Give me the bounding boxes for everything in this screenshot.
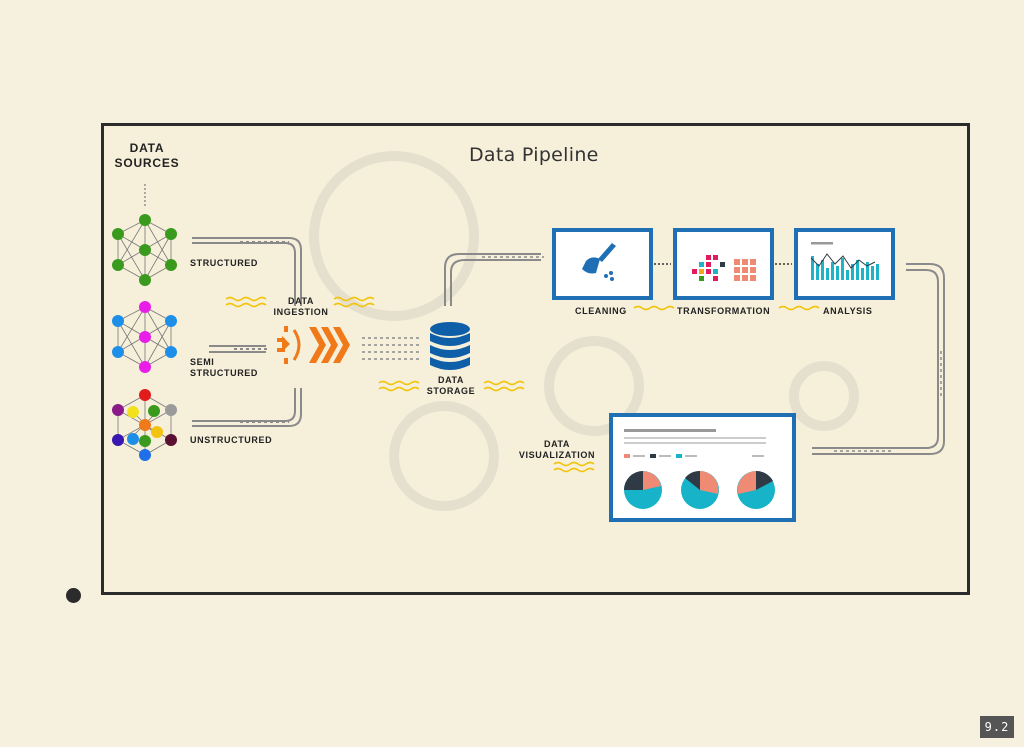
structured-label: STRUCTURED <box>190 258 258 268</box>
bullet-dot <box>66 588 81 603</box>
source-connectors <box>192 237 302 427</box>
data-ingestion-label: DATA INGESTION <box>273 296 329 317</box>
slide-frame: Data Pipeline DATA SOURCES STRUCTURED SE… <box>101 123 970 595</box>
analysis-label: ANALYSIS <box>823 306 873 316</box>
ingestion-arrows-icon <box>277 326 350 364</box>
wave-decoration <box>225 296 820 473</box>
heatmap-icon <box>692 255 756 281</box>
data-sources-label: DATA SOURCES <box>114 141 180 170</box>
cleaning-label: CLEANING <box>575 306 627 316</box>
data-storage-label: DATA STORAGE <box>426 375 476 396</box>
semi-structured-network-icon <box>112 301 177 373</box>
broom-icon <box>582 243 616 281</box>
slide-number[interactable]: 9.2 <box>980 716 1014 738</box>
unstructured-network-icon <box>112 389 177 461</box>
pie-chart-icon <box>681 470 719 509</box>
pipeline-diagram <box>112 151 945 522</box>
diagram-title: Data Pipeline <box>469 144 599 166</box>
pie-chart-icon <box>624 471 662 509</box>
database-icon <box>430 322 470 370</box>
analysis-panel <box>794 228 895 300</box>
structured-network-icon <box>112 214 177 286</box>
data-visualization-label: DATA VISUALIZATION <box>518 439 596 460</box>
pie-chart-icon <box>737 470 775 509</box>
transformation-panel <box>673 228 774 300</box>
semi-structured-label: SEMI STRUCTURED <box>190 357 258 378</box>
visualization-panel <box>609 413 796 522</box>
cleaning-panel <box>552 228 653 300</box>
transformation-label: TRANSFORMATION <box>677 306 771 316</box>
background-watermark <box>309 151 859 511</box>
bar-chart-icon <box>810 242 879 280</box>
unstructured-label: UNSTRUCTURED <box>190 435 273 445</box>
